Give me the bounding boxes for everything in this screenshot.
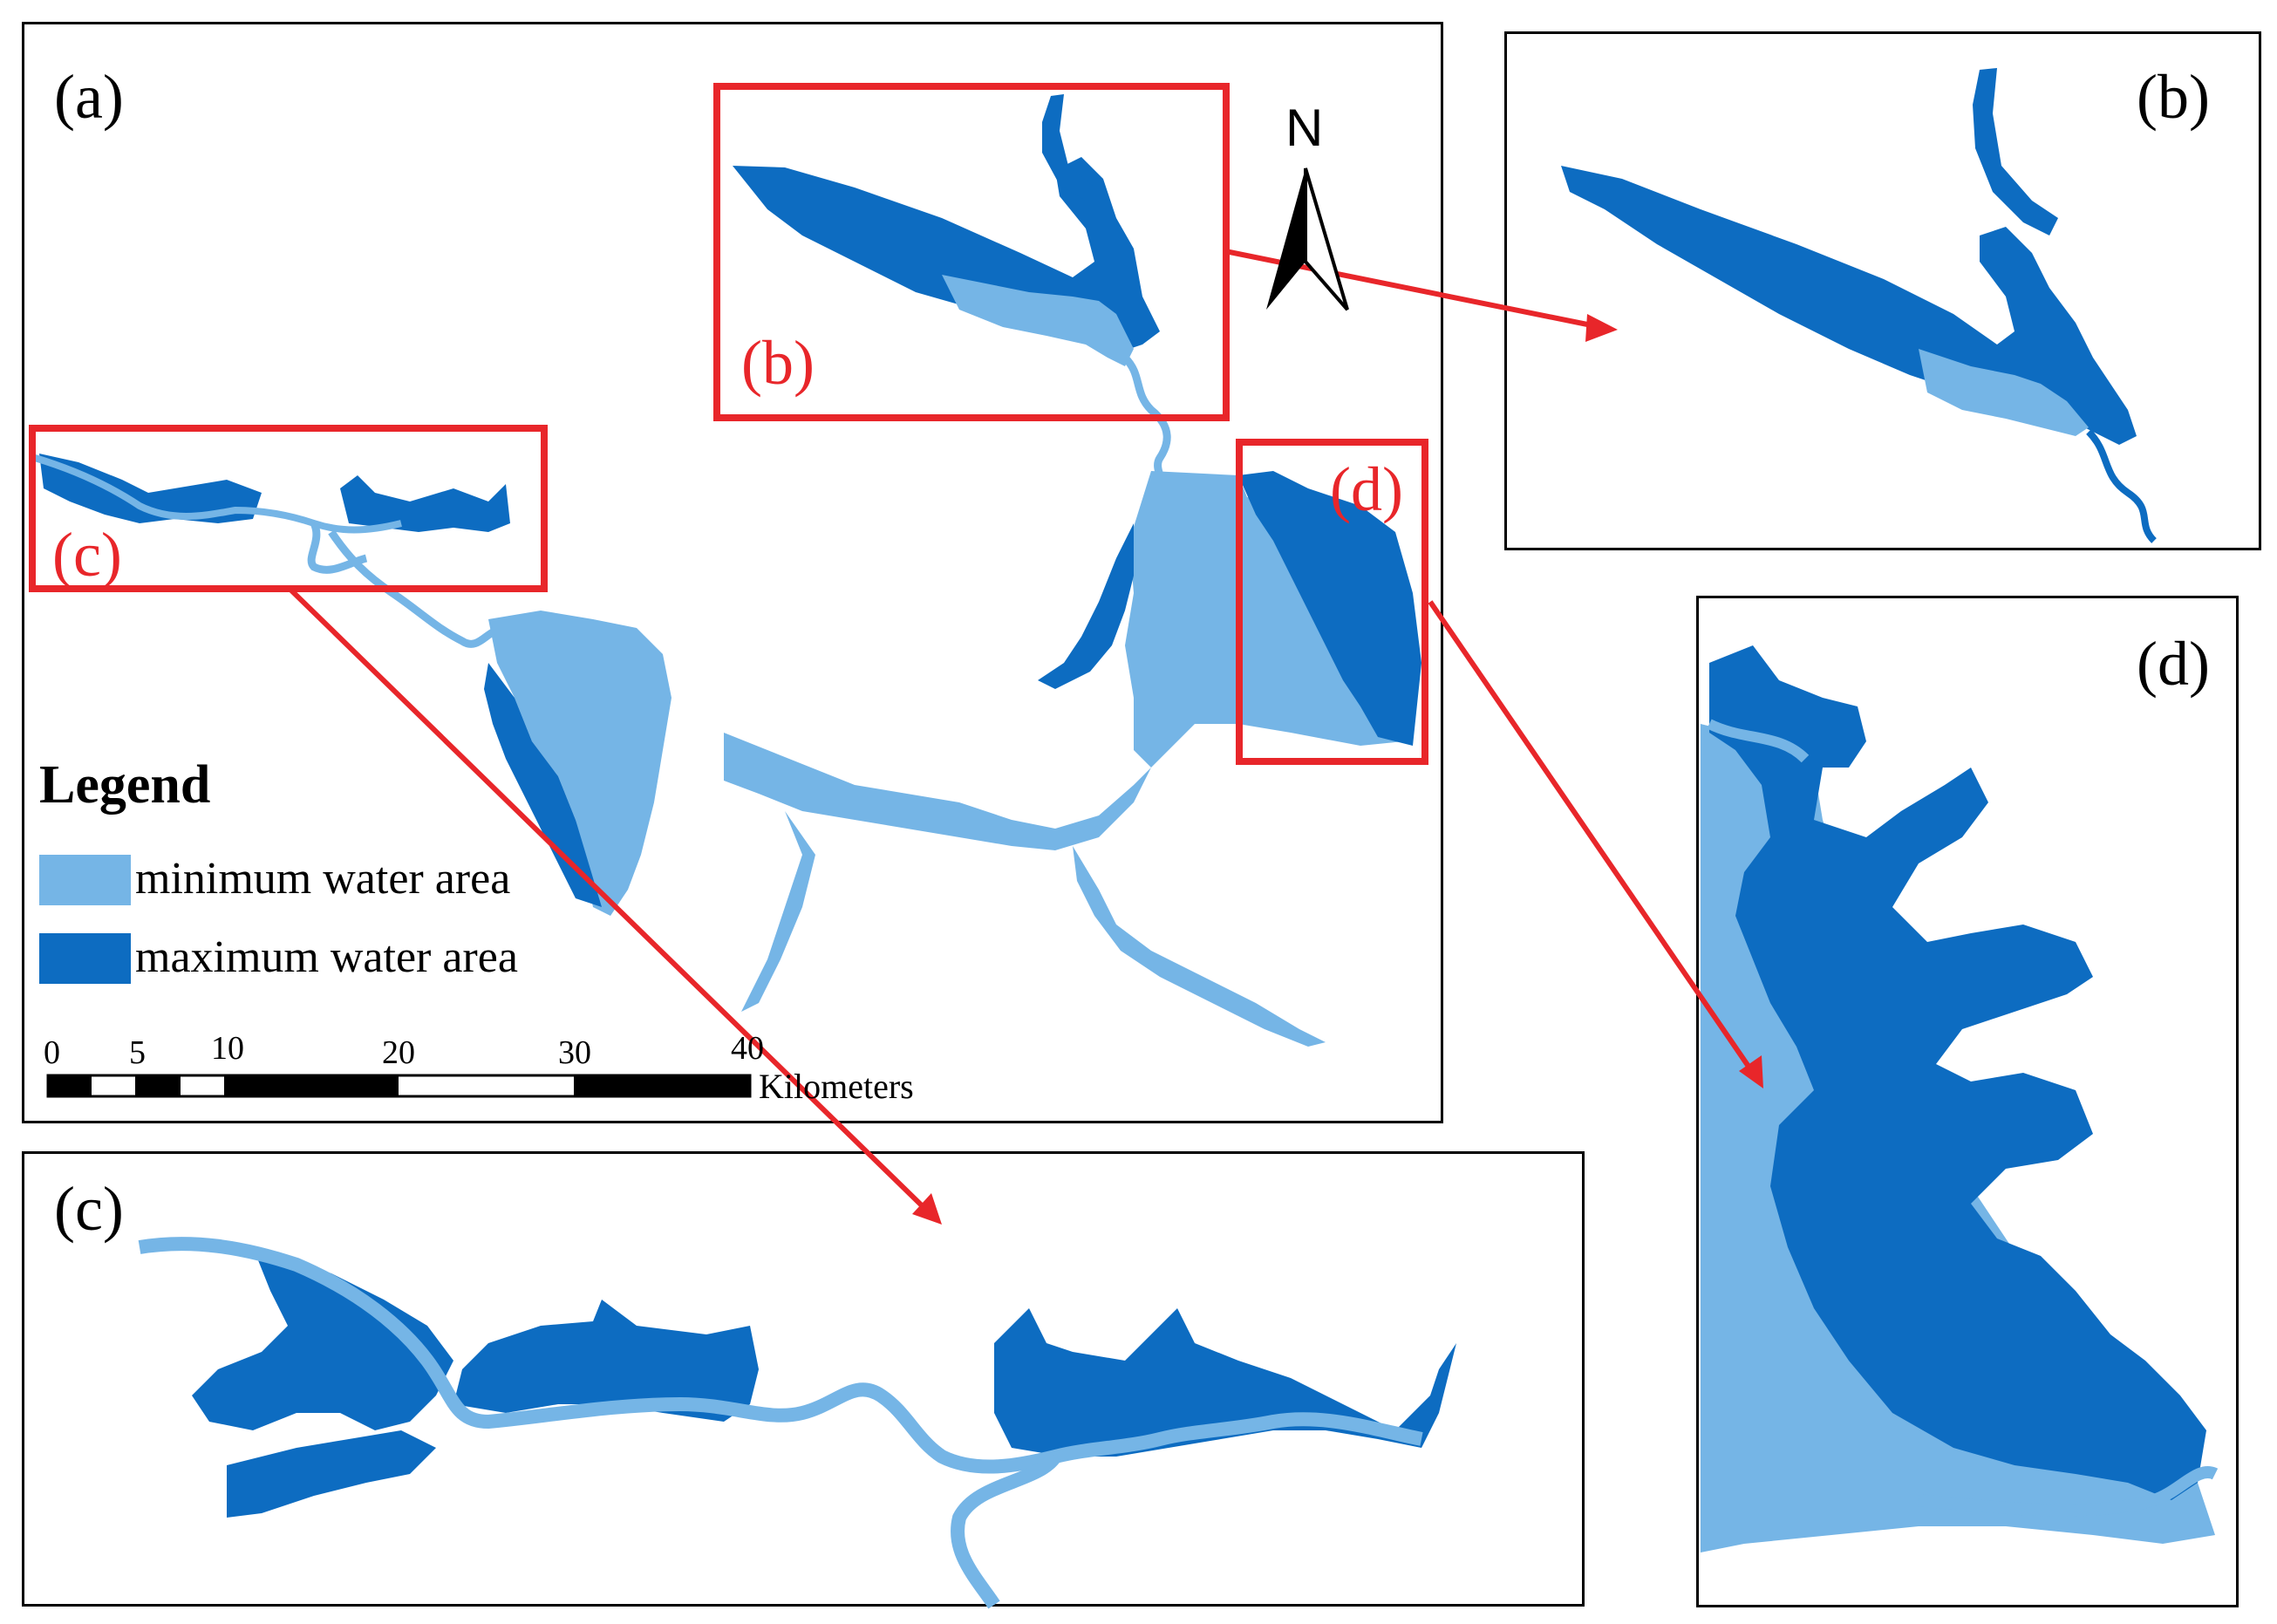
inset-marker-c: (c): [52, 520, 122, 590]
panel-label-d: (d): [2137, 629, 2210, 699]
west-reservoir-max-fringe: [484, 663, 602, 907]
panel-label-c: (c): [54, 1174, 124, 1244]
inset-c-northwest-max: [192, 1247, 453, 1430]
inset-d-min-lower-channel: [1918, 1466, 2219, 1517]
legend-label-maximum: maximum water area: [135, 932, 518, 982]
main-map-water-bodies: [33, 94, 1421, 1047]
inset-c-water-bodies: [138, 1237, 1456, 1609]
arrow-to-inset-c: [285, 584, 931, 1215]
central-corridor-min: [724, 733, 1151, 850]
north-arrow-icon: [1266, 167, 1349, 311]
southeast-tail-min: [1073, 846, 1326, 1047]
legend-swatch-minimum: [39, 855, 131, 905]
east-reservoir-west-fringe-max: [1038, 523, 1134, 689]
scale-unit-label: Kilometers: [759, 1067, 914, 1106]
panel-label-a: (a): [54, 62, 124, 132]
scale-bar-graphic: [46, 1074, 752, 1098]
arrow-to-inset-d: [1428, 600, 1755, 1075]
legend-swatch-maximum: [39, 933, 131, 984]
inset-c-south-loop-min: [951, 1451, 1061, 1609]
legend-label-minimum: minimum water area: [135, 854, 511, 904]
inset-b-reservoir-min: [1919, 349, 2089, 436]
north-reservoir-tributary-max: [1042, 94, 1094, 201]
central-corridor-south-branch-min: [741, 811, 815, 1012]
scale-tick-5: 5: [129, 1034, 146, 1071]
north-arrow-label: N: [1285, 99, 1324, 157]
scale-tick-20: 20: [382, 1034, 415, 1071]
river-c-loop-min: [307, 521, 368, 574]
panel-label-b: (b): [2137, 62, 2210, 132]
inset-b-water-bodies: [1561, 68, 2158, 543]
north-reservoir-min: [942, 275, 1134, 366]
inset-d-min-channel: [1707, 719, 1810, 763]
inset-b-outflow: [2086, 429, 2158, 543]
west-reservoir-min: [488, 611, 672, 916]
inset-c-south-max: [227, 1430, 436, 1518]
highlight-box-c[interactable]: [29, 425, 548, 592]
arrow-to-inset-d-head: [1739, 1055, 1763, 1088]
arrow-to-inset-b-head: [1585, 314, 1618, 342]
highlight-box-b[interactable]: [713, 83, 1230, 421]
inset-marker-b: (b): [741, 328, 815, 398]
upstream-c-max: [39, 454, 262, 523]
inset-b-tributary-max: [1973, 68, 2058, 235]
highlight-box-d[interactable]: [1236, 439, 1428, 765]
inset-c-central-max: [453, 1300, 759, 1422]
inset-c-river-min: [138, 1237, 1423, 1474]
east-reservoir-max-fringe: [1238, 471, 1421, 746]
inset-marker-d: (d): [1330, 454, 1403, 524]
scale-tick-30: 30: [558, 1034, 591, 1071]
scale-tick-0: 0: [44, 1034, 60, 1071]
upstream-c-min: [33, 454, 402, 534]
upstream-c-tributaries-max: [340, 475, 510, 532]
inset-d-water-bodies: [1701, 645, 2219, 1552]
inset-d-max-fringe: [1709, 645, 2206, 1500]
scale-tick-10: 10: [211, 1030, 244, 1067]
arrow-to-inset-c-head: [912, 1193, 942, 1225]
legend-title: Legend: [39, 755, 211, 815]
scale-tick-40: 40: [731, 1030, 764, 1067]
